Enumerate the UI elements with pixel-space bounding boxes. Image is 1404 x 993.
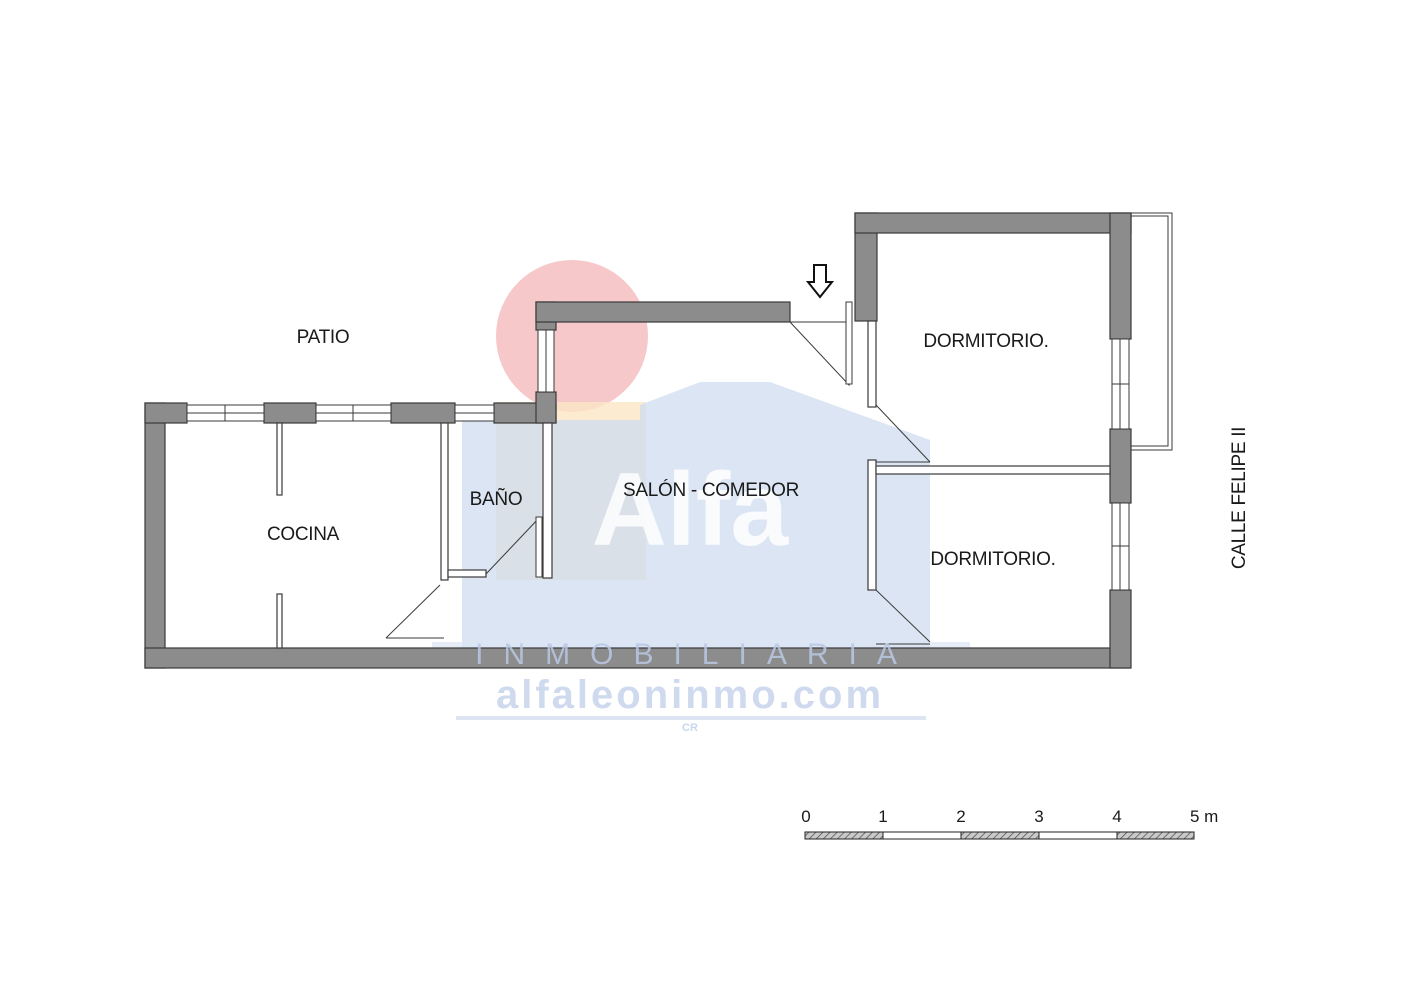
scale-seg-4 — [1116, 831, 1195, 840]
label-dormitorio-2: DORMITORIO. — [930, 549, 1055, 570]
entrance-arrow-icon — [805, 264, 835, 299]
partition-dorm-west-2 — [867, 459, 877, 591]
room-labels: PATIO COCINA BAÑO SALÓN - COMEDOR DORMIT… — [267, 327, 1250, 570]
scale-tick-3: 3 — [1034, 807, 1043, 826]
wall-north-pier-2 — [263, 402, 317, 424]
door-entrance — [788, 321, 850, 387]
wall-west — [144, 402, 166, 669]
balcony — [1131, 212, 1173, 451]
partitions — [276, 320, 1111, 649]
partition-cocina-bottom — [276, 593, 283, 649]
door-dorm-2 — [875, 589, 931, 643]
partition-dorm-west-1 — [867, 320, 877, 408]
label-salon-comedor: SALÓN - COMEDOR — [623, 479, 799, 501]
doors — [385, 301, 931, 645]
scale-seg-2 — [960, 831, 1040, 840]
scale-tick-0: 0 — [801, 807, 810, 826]
wall-salon-corner — [535, 391, 557, 424]
wall-salon-north — [535, 301, 791, 323]
watermark-url: alfaleoninmo.com — [496, 673, 884, 717]
wall-east-mid — [1109, 428, 1132, 504]
partition-bano-west — [440, 422, 449, 581]
partition-bano-east — [542, 422, 553, 579]
scale-seg-1 — [882, 831, 962, 840]
partition-cocina-top — [276, 422, 283, 496]
door-dorm-1 — [875, 404, 931, 463]
partition-bano-south — [447, 569, 487, 578]
walls — [144, 212, 1132, 669]
windows — [186, 329, 1130, 591]
label-cocina: COCINA — [267, 524, 340, 545]
wall-dorm-north — [854, 212, 1132, 234]
wall-east-top — [1109, 212, 1132, 340]
watermark-text: Alfa INMOBILIARIA alfaleoninmo.com CR — [475, 452, 917, 734]
watermark-subtitle: INMOBILIARIA — [475, 638, 917, 671]
scale-tick-5: 5 m — [1190, 807, 1218, 826]
label-patio: PATIO — [297, 327, 350, 348]
label-street: CALLE FELIPE II — [1229, 427, 1250, 569]
watermark-house-shape — [462, 382, 930, 650]
scale-tick-1: 1 — [878, 807, 887, 826]
partition-dorm-divider — [875, 465, 1111, 475]
scale-seg-3 — [1038, 831, 1118, 840]
watermark-red-circle — [496, 260, 648, 412]
watermark-mark: CR — [682, 722, 698, 734]
scale-tick-2: 2 — [956, 807, 965, 826]
watermark-url-underline — [456, 716, 926, 720]
watermark-logo — [432, 260, 970, 720]
door-cocina — [385, 584, 441, 639]
scale-bar: 0 1 2 3 4 5 m — [801, 807, 1218, 840]
label-bano: BAÑO — [470, 488, 523, 510]
watermark-brand: Alfa — [592, 452, 790, 568]
wall-east-bottom — [1109, 589, 1132, 669]
scale-seg-0 — [804, 831, 884, 840]
door-bano — [485, 516, 541, 575]
wall-north-pier-3 — [390, 402, 456, 424]
label-dormitorio-1: DORMITORIO. — [923, 331, 1048, 352]
scale-tick-4: 4 — [1112, 807, 1121, 826]
wall-north-pier-1 — [144, 402, 188, 424]
